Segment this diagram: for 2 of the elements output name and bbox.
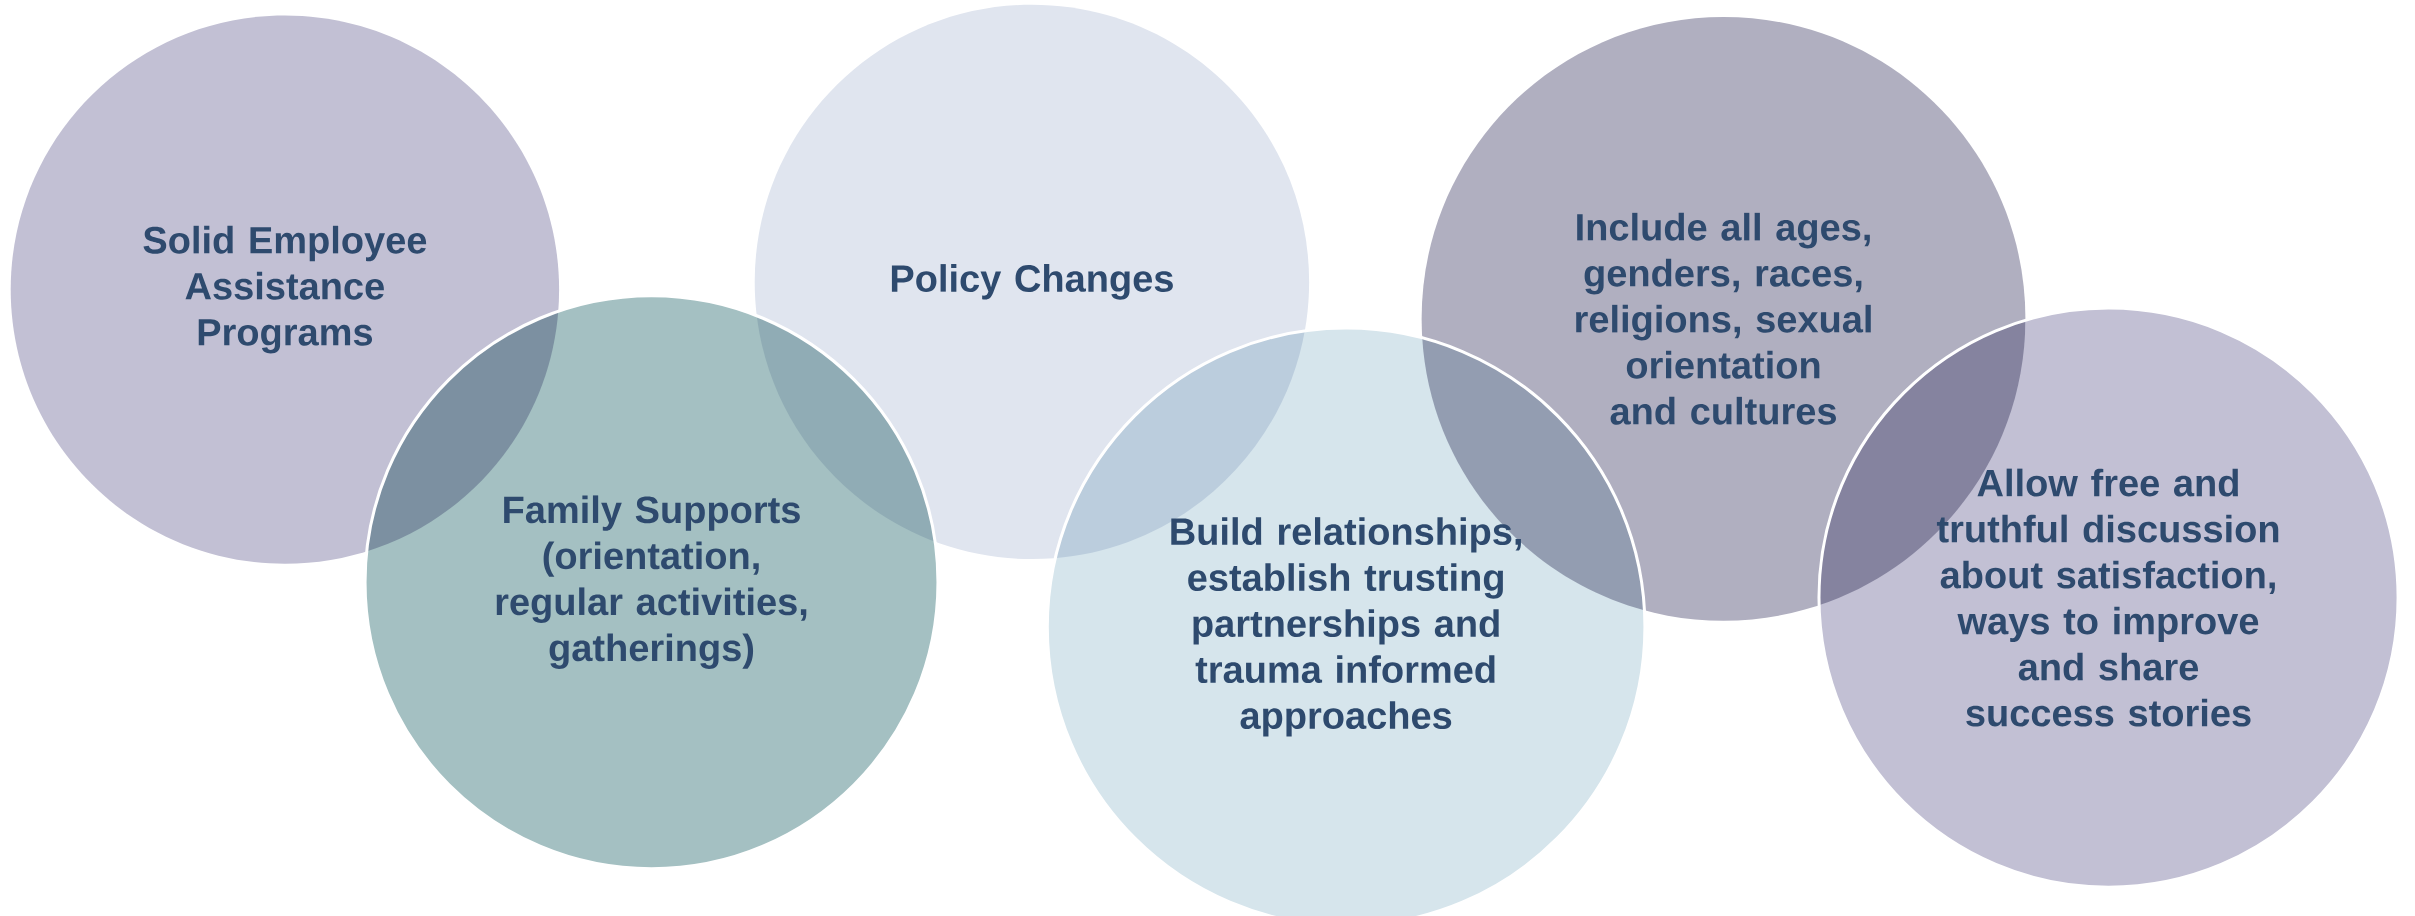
node-label: success stories: [1966, 698, 2251, 727]
node-label: and share: [2018, 652, 2199, 681]
